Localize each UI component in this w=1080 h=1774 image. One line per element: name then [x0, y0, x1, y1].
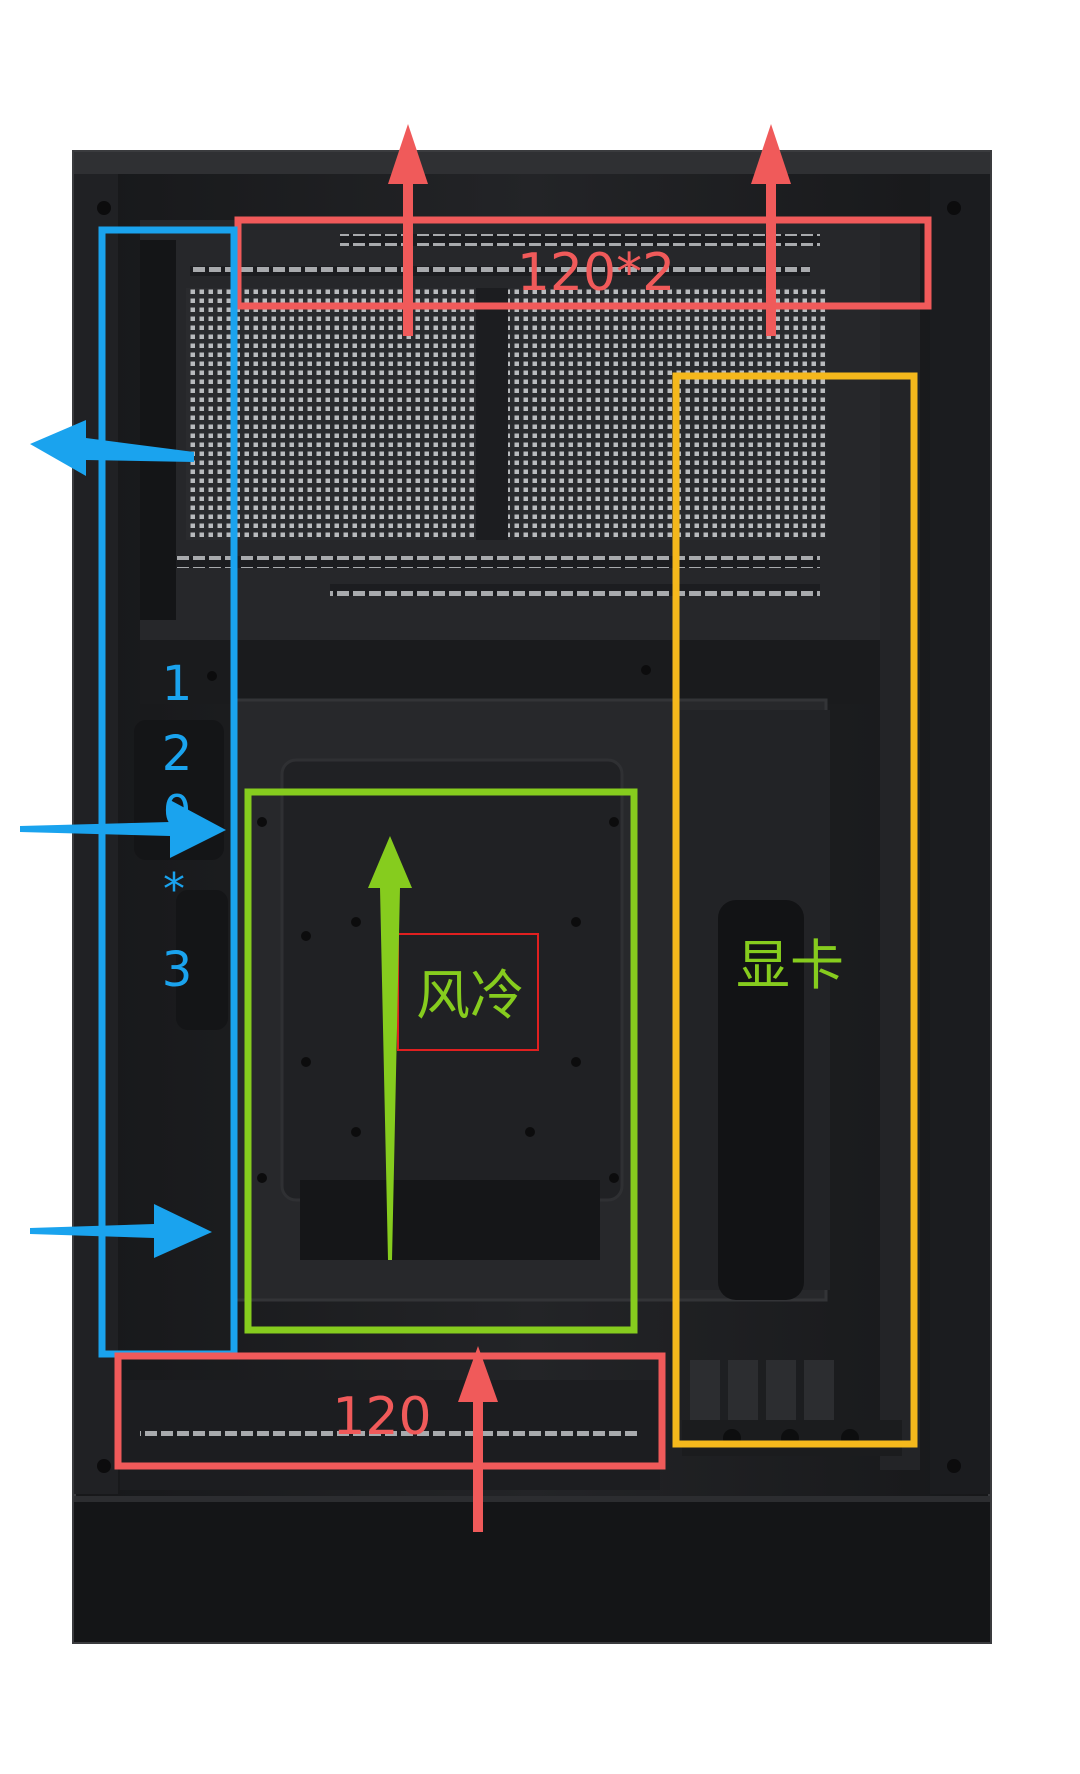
top-fans-label: 120*2 [517, 243, 675, 303]
case-bottom-base [74, 1500, 990, 1642]
side-cutout-bottom [176, 890, 228, 1030]
top-mesh-right [508, 288, 826, 540]
bottom-fan-label: 120 [332, 1387, 431, 1447]
left-side-fan-slot [140, 240, 176, 620]
gpu-box [672, 372, 918, 1448]
gpu-slot-cutout [718, 900, 804, 1300]
gpu-label: 显卡 [736, 934, 844, 997]
cpu-cutout-bottom [300, 1180, 600, 1260]
case-right-rail [930, 174, 990, 1494]
top-vent-row-4 [330, 584, 820, 596]
case-bottom-shroud-edge [74, 1496, 990, 1502]
middle-ledge [140, 640, 880, 704]
case-body [72, 150, 992, 1644]
air-cooling-box [244, 788, 638, 1334]
top-vent-row-2 [190, 266, 810, 276]
top-vent-row-1 [340, 234, 820, 246]
side-intake-arrow-middle [20, 800, 226, 858]
bottom-vents [140, 1424, 640, 1438]
top-exhaust-arrow-right [751, 124, 791, 336]
air-cooling-label-box [397, 933, 539, 1051]
side-exhaust-arrow [30, 420, 194, 476]
bottom-intake-arrow [458, 1346, 498, 1532]
top-fans-box [234, 216, 932, 310]
side-fan-star: * [163, 864, 185, 915]
air-cooling-label: 风冷 [416, 964, 524, 1027]
top-mesh-left [186, 288, 476, 540]
expansion-slots [682, 1360, 902, 1456]
top-exhaust-arrow-left [388, 124, 428, 336]
screw-holes [97, 201, 961, 1473]
top-mesh-divider [476, 288, 508, 540]
side-intake-arrow-bottom [30, 1204, 212, 1258]
side-fan-digit-3: 3 [162, 942, 193, 998]
top-vent-row-3 [160, 556, 820, 568]
side-fan-digit-2: 2 [162, 726, 193, 782]
case-top-edge [74, 152, 990, 174]
side-fan-digit-1: 1 [162, 656, 193, 712]
air-cooling-arrow [368, 836, 412, 1260]
bottom-fan-box [114, 1352, 666, 1470]
